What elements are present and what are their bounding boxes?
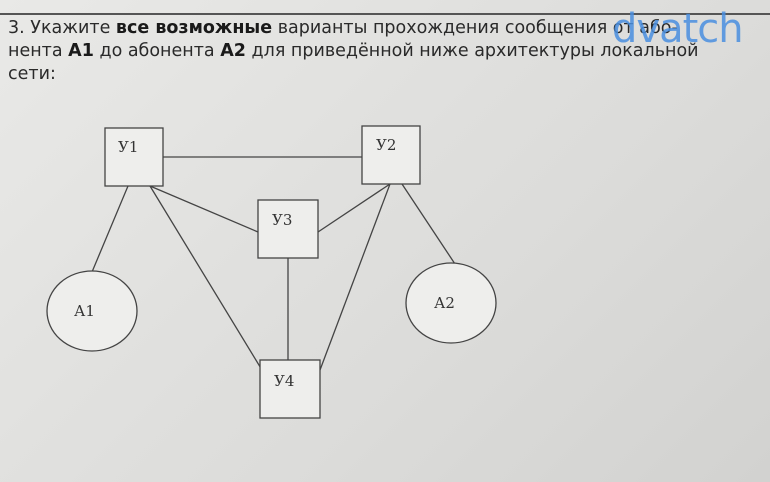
link-u1-u4 xyxy=(149,185,263,371)
label-u1: У1 xyxy=(118,138,138,156)
link-u1-u3 xyxy=(149,185,259,233)
label-u2: У2 xyxy=(376,136,396,154)
link-u2-a2 xyxy=(401,183,456,265)
link-u1-a1 xyxy=(91,185,129,273)
node-u4 xyxy=(259,359,321,419)
page-divider xyxy=(0,13,770,15)
label-u3: У3 xyxy=(272,211,292,229)
watermark: dvatch xyxy=(612,6,744,52)
label-a1: А1 xyxy=(74,302,95,320)
node-u2 xyxy=(361,125,421,185)
node-a1 xyxy=(46,270,138,352)
link-u2-u4 xyxy=(319,183,391,371)
node-a2 xyxy=(405,262,497,344)
label-a2: А2 xyxy=(434,294,455,312)
label-u4: У4 xyxy=(274,372,294,390)
link-u2-u3 xyxy=(317,183,391,233)
node-u1 xyxy=(104,127,164,187)
question-text: 3. Укажите все возможные варианты прохож… xyxy=(8,18,699,84)
node-u3 xyxy=(257,199,319,259)
